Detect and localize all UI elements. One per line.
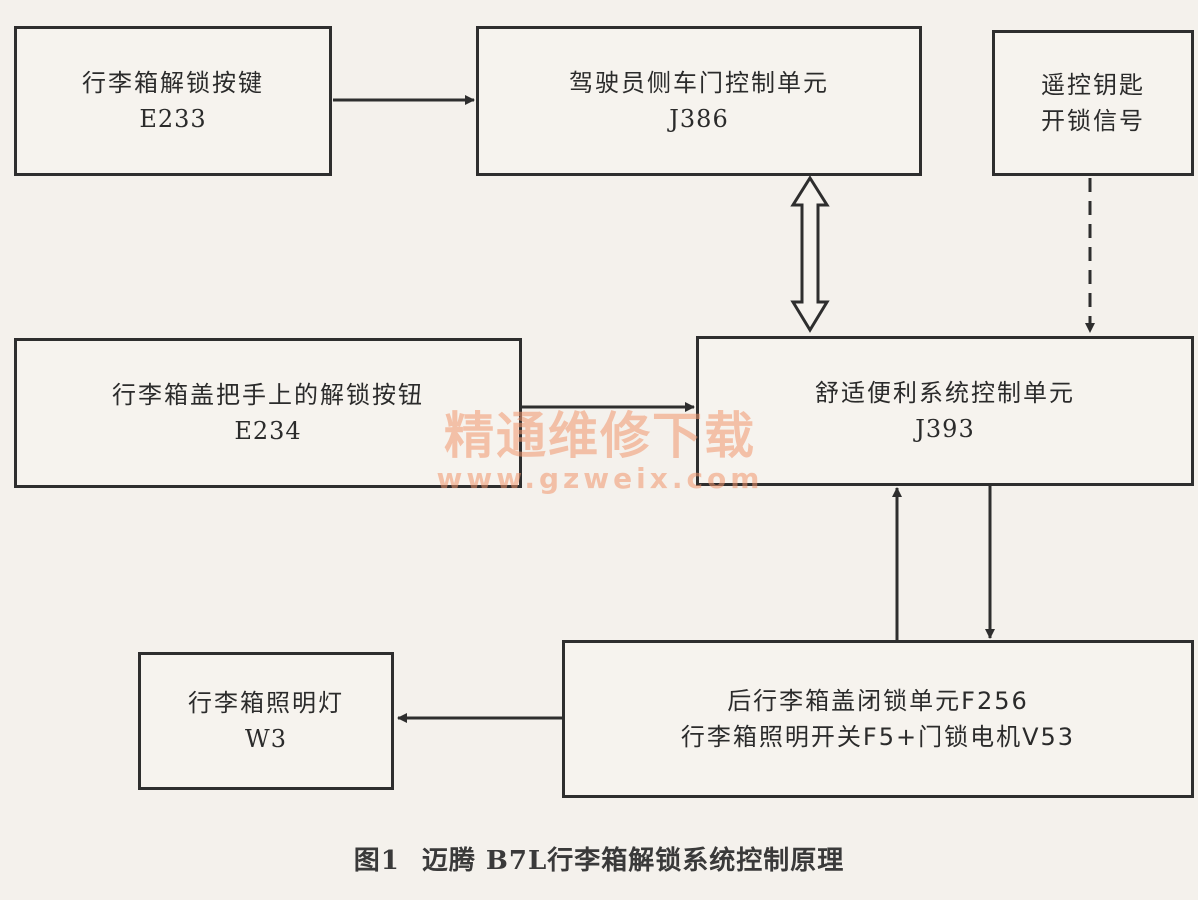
node-j386: 驾驶员侧车门控制单元 J386 bbox=[476, 26, 922, 176]
node-e234: 行李箱盖把手上的解锁按钮 E234 bbox=[14, 338, 522, 488]
node-j393-code: J393 bbox=[915, 415, 975, 443]
caption-title: 迈腾 B7L行李箱解锁系统控制原理 bbox=[421, 846, 845, 876]
node-f256-line2: 行李箱照明开关F5+门锁电机V53 bbox=[680, 723, 1076, 751]
node-w3-label: 行李箱照明灯 bbox=[188, 689, 344, 717]
node-remote-line1: 遥控钥匙 bbox=[1041, 71, 1145, 99]
node-e234-code: E234 bbox=[234, 417, 302, 445]
node-e234-label: 行李箱盖把手上的解锁按钮 bbox=[112, 381, 424, 409]
figure-caption: 图1 迈腾 B7L行李箱解锁系统控制原理 bbox=[0, 840, 1198, 877]
node-j393: 舒适便利系统控制单元 J393 bbox=[696, 336, 1194, 486]
node-f256: 后行李箱盖闭锁单元F256 行李箱照明开关F5+门锁电机V53 bbox=[562, 640, 1194, 798]
node-e233-code: E233 bbox=[139, 105, 207, 133]
bidirectional-arrow-j386-j393 bbox=[790, 175, 830, 333]
node-remote-line2: 开锁信号 bbox=[1041, 107, 1145, 135]
node-j386-label: 驾驶员侧车门控制单元 bbox=[569, 69, 829, 97]
node-e233-label: 行李箱解锁按键 bbox=[82, 69, 264, 97]
node-f256-line1: 后行李箱盖闭锁单元F256 bbox=[727, 687, 1029, 715]
node-w3-code: W3 bbox=[245, 725, 287, 753]
node-w3: 行李箱照明灯 W3 bbox=[138, 652, 394, 790]
node-remote-key: 遥控钥匙 开锁信号 bbox=[992, 30, 1194, 176]
node-j393-label: 舒适便利系统控制单元 bbox=[815, 379, 1075, 407]
node-e233: 行李箱解锁按键 E233 bbox=[14, 26, 332, 176]
caption-figure-number: 图1 bbox=[353, 846, 400, 876]
node-j386-code: J386 bbox=[669, 105, 729, 133]
